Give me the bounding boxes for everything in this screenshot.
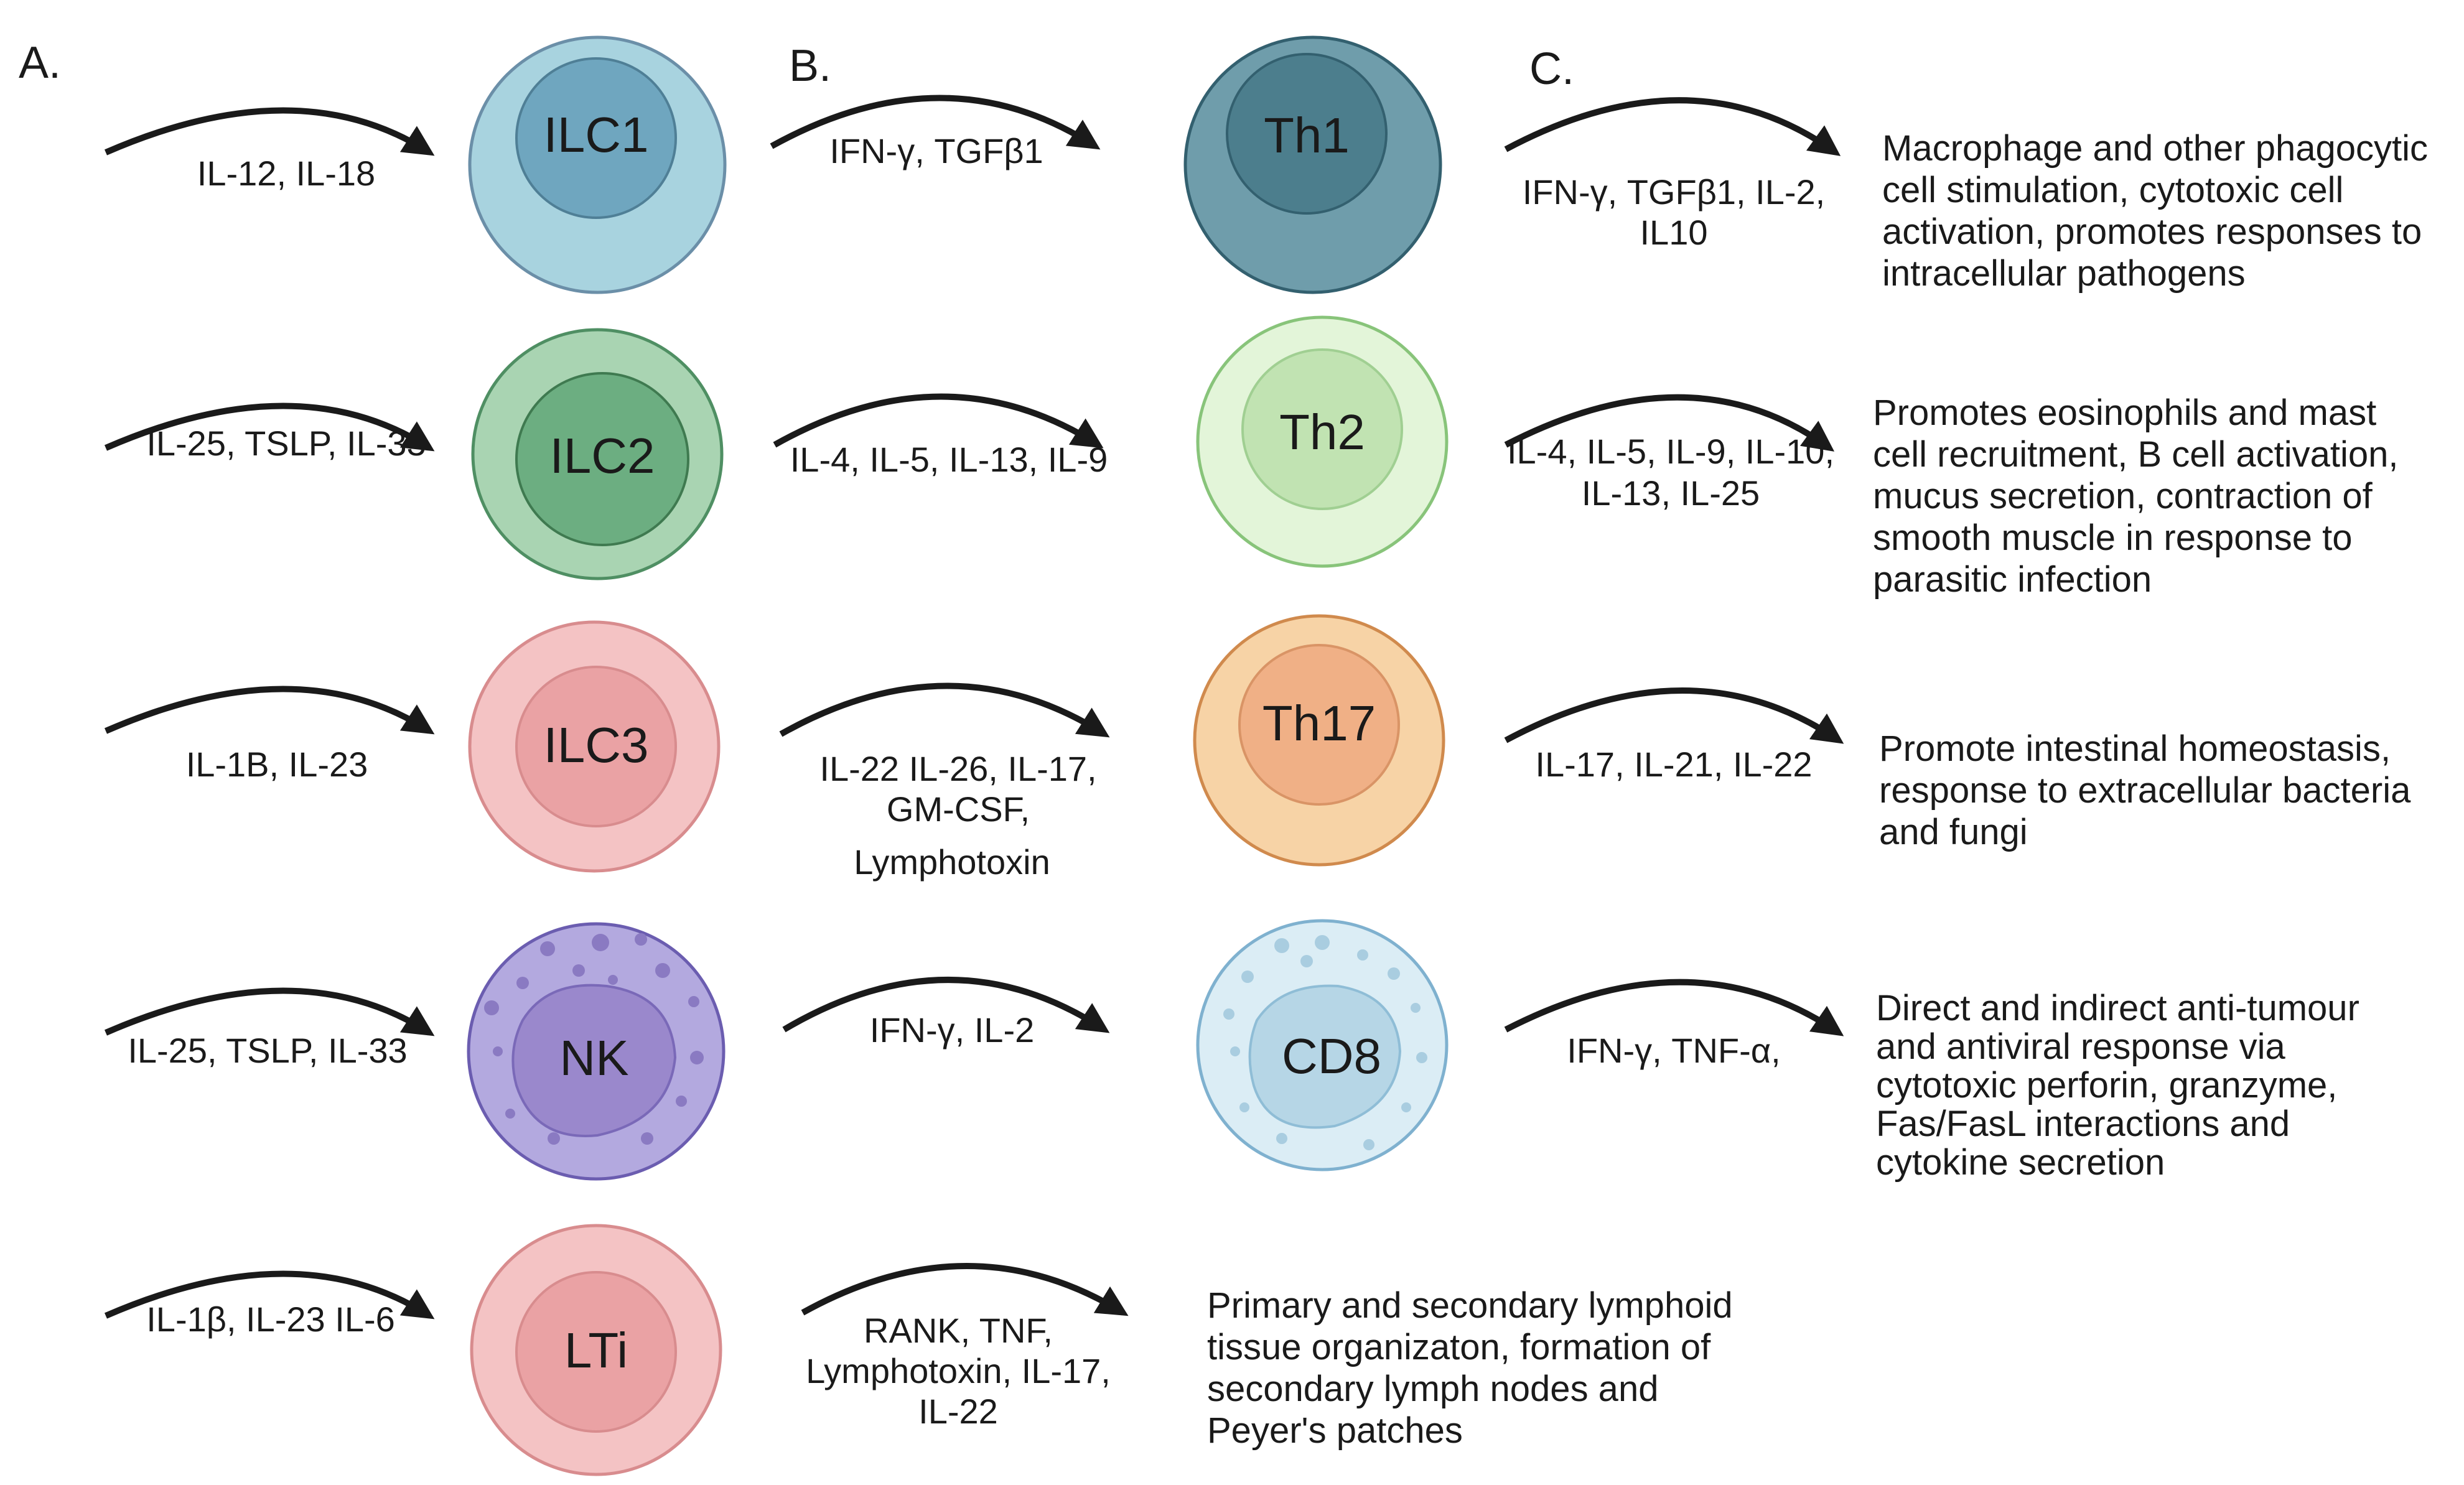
- arrow-c-1: [1504, 97, 1841, 156]
- cell-label-ilc2: ILC2: [550, 428, 655, 483]
- function-th2-line: parasitic infection: [1873, 559, 2152, 600]
- function-cd8-line: and antiviral response via: [1876, 1026, 2285, 1067]
- cell-label-cd8: CD8: [1282, 1028, 1381, 1084]
- function-th1-line: activation, promotes responses to: [1882, 212, 2422, 252]
- function-th17: Promote intestinal homeostasis, response…: [1879, 729, 2411, 852]
- arrow-c-3: [1504, 687, 1844, 744]
- cytokines-ilc2: IL-25, TSLP, IL-33: [146, 424, 426, 463]
- cell-label-th2: Th2: [1279, 404, 1365, 460]
- arrow-a-1: [105, 107, 435, 156]
- function-cd8-line: cytokine secretion: [1876, 1142, 2165, 1183]
- cell-label-ilc3: ILC3: [544, 717, 649, 773]
- cytokines-nk: IL-25, TSLP, IL-33: [128, 1031, 407, 1070]
- cell-th17: Th17: [1193, 614, 1445, 867]
- cytokines-th17-line: IL-22 IL-26, IL-17,: [819, 749, 1096, 788]
- cell-th1: Th1: [1183, 35, 1442, 294]
- cell-ilc2: ILC2: [471, 328, 724, 580]
- cytokines-lti-output-line: RANK, TNF,: [864, 1311, 1053, 1350]
- function-lti: Primary and secondary lymphoid tissue or…: [1207, 1285, 1733, 1451]
- cytokines-th1-output-line: IL10: [1640, 213, 1708, 252]
- cytokines-th2: IL-4, IL-5, IL-13, IL-9: [790, 440, 1108, 479]
- arrow-a-4: [105, 987, 435, 1036]
- cytokines-lti-output: RANK, TNF, Lymphotoxin, IL-17, IL-22: [806, 1311, 1111, 1431]
- function-cd8: Direct and indirect anti-tumour and anti…: [1876, 988, 2359, 1183]
- cytokines-lti-output-line: IL-22: [918, 1392, 998, 1431]
- function-cd8-line: Fas/FasL interactions and: [1876, 1104, 2290, 1144]
- arrow-a-3: [105, 686, 435, 735]
- function-th17-line: Promote intestinal homeostasis,: [1879, 729, 2391, 769]
- cytokines-th2-output-line: IL-13, IL-25: [1582, 473, 1760, 513]
- cytokines-th17-line: Lymphotoxin: [854, 842, 1050, 882]
- cell-cd8: CD8: [1196, 919, 1449, 1171]
- cd8-granules: [1223, 935, 1427, 1150]
- function-th17-line: and fungi: [1879, 812, 2028, 852]
- function-lti-line: tissue organizaton, formation of: [1207, 1327, 1711, 1367]
- function-cd8-line: Direct and indirect anti-tumour: [1876, 988, 2359, 1028]
- cell-label-th17: Th17: [1262, 696, 1376, 751]
- panel-label-c: C.: [1529, 44, 1574, 94]
- arrow-b-1: [770, 95, 1101, 150]
- arrow-a-5: [105, 1270, 435, 1320]
- cell-ilc3: ILC3: [468, 620, 721, 873]
- arrow-b-5: [801, 1263, 1129, 1316]
- arrow-b-4: [782, 977, 1110, 1033]
- function-th2-line: Promotes eosinophils and mast: [1873, 393, 2376, 433]
- cytokines-cd8-output: IFN-γ, TNF-α,: [1567, 1031, 1780, 1070]
- cell-label-th1: Th1: [1264, 108, 1350, 163]
- nk-granules: [484, 933, 704, 1145]
- function-th1-line: cell stimulation, cytotoxic cell: [1882, 170, 2343, 210]
- cell-label-ilc1: ILC1: [544, 107, 649, 162]
- arrow-c-4: [1504, 979, 1844, 1036]
- function-lti-line: secondary lymph nodes and: [1207, 1369, 1658, 1409]
- cytokines-cd8: IFN-γ, IL-2: [870, 1010, 1034, 1050]
- cell-label-nk: NK: [559, 1030, 628, 1086]
- arrow-b-2: [773, 393, 1104, 449]
- cell-th2: Th2: [1196, 315, 1449, 568]
- cell-nk: NK: [467, 922, 726, 1181]
- function-th1-line: intracellular pathogens: [1882, 253, 2246, 294]
- cytokines-th17: IL-22 IL-26, IL-17, GM-CSF, Lymphotoxin: [819, 749, 1096, 882]
- cytokines-th2-output: IL-4, IL-5, IL-9, IL-10, IL-13, IL-25: [1507, 432, 1834, 513]
- cell-label-lti: LTi: [564, 1323, 628, 1378]
- cytokines-ilc1: IL-12, IL-18: [197, 154, 375, 193]
- cytokines-th1: IFN-γ, TGFβ1: [829, 131, 1043, 170]
- function-cd8-line: cytotoxic perforin, granzyme,: [1876, 1065, 2337, 1106]
- arrow-a-2: [105, 403, 435, 452]
- cytokines-ilc3: IL-1B, IL-23: [186, 745, 368, 784]
- arrow-c-2: [1504, 394, 1835, 452]
- cytokines-lti: IL-1β, IL-23 IL-6: [146, 1300, 395, 1339]
- function-th17-line: response to extracellular bacteria: [1879, 770, 2411, 811]
- cell-lti: LTi: [470, 1224, 722, 1476]
- cytokines-th1-output-line: IFN-γ, TGFβ1, IL-2,: [1523, 172, 1825, 212]
- function-lti-line: Peyer's patches: [1207, 1410, 1463, 1451]
- cytokines-th17-output: IL-17, IL-21, IL-22: [1535, 745, 1812, 784]
- panel-label-b: B.: [789, 41, 831, 91]
- cell-ilc1: ILC1: [468, 35, 727, 294]
- cytokines-th1-output: IFN-γ, TGFβ1, IL-2, IL10: [1523, 172, 1825, 252]
- function-th2: Promotes eosinophils and mast cell recru…: [1873, 393, 2399, 600]
- function-th2-line: mucus secretion, contraction of: [1873, 476, 2373, 516]
- arrow-b-3: [779, 682, 1110, 738]
- function-th1: Macrophage and other phagocytic cell sti…: [1882, 128, 2428, 294]
- function-th2-line: smooth muscle in response to: [1873, 518, 2352, 558]
- function-th1-line: Macrophage and other phagocytic: [1882, 128, 2428, 169]
- cytokines-th2-output-line: IL-4, IL-5, IL-9, IL-10,: [1507, 432, 1834, 471]
- cytokines-th17-line: GM-CSF,: [887, 789, 1030, 829]
- function-th2-line: cell recruitment, B cell activation,: [1873, 434, 2399, 475]
- panel-label-a: A.: [19, 38, 61, 88]
- cytokines-lti-output-line: Lymphotoxin, IL-17,: [806, 1351, 1111, 1390]
- function-lti-line: Primary and secondary lymphoid: [1207, 1285, 1733, 1326]
